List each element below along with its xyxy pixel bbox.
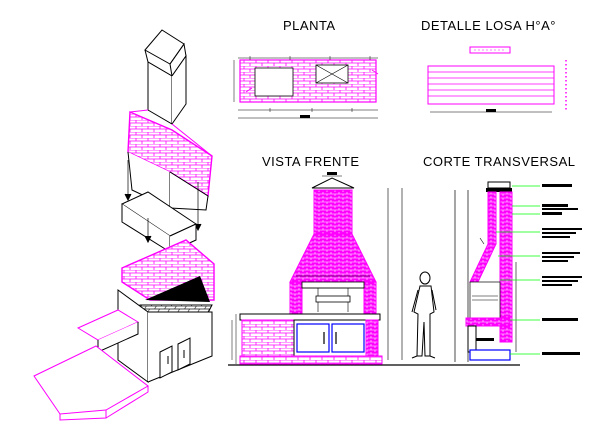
cross-section-title: CORTE TRANSVERSAL [423,154,576,169]
slab-detail [427,46,567,113]
front-elevation [228,172,520,366]
front-view-title: VISTA FRENTE [262,154,360,169]
human-scale-figure [411,271,437,359]
isometric-barbecue [33,29,215,421]
slab-detail-title: DETALLE LOSA H°A° [421,18,556,33]
plan-drawing [233,56,379,119]
cross-section-drawing [454,181,582,362]
plan-title: PLANTA [283,18,336,33]
